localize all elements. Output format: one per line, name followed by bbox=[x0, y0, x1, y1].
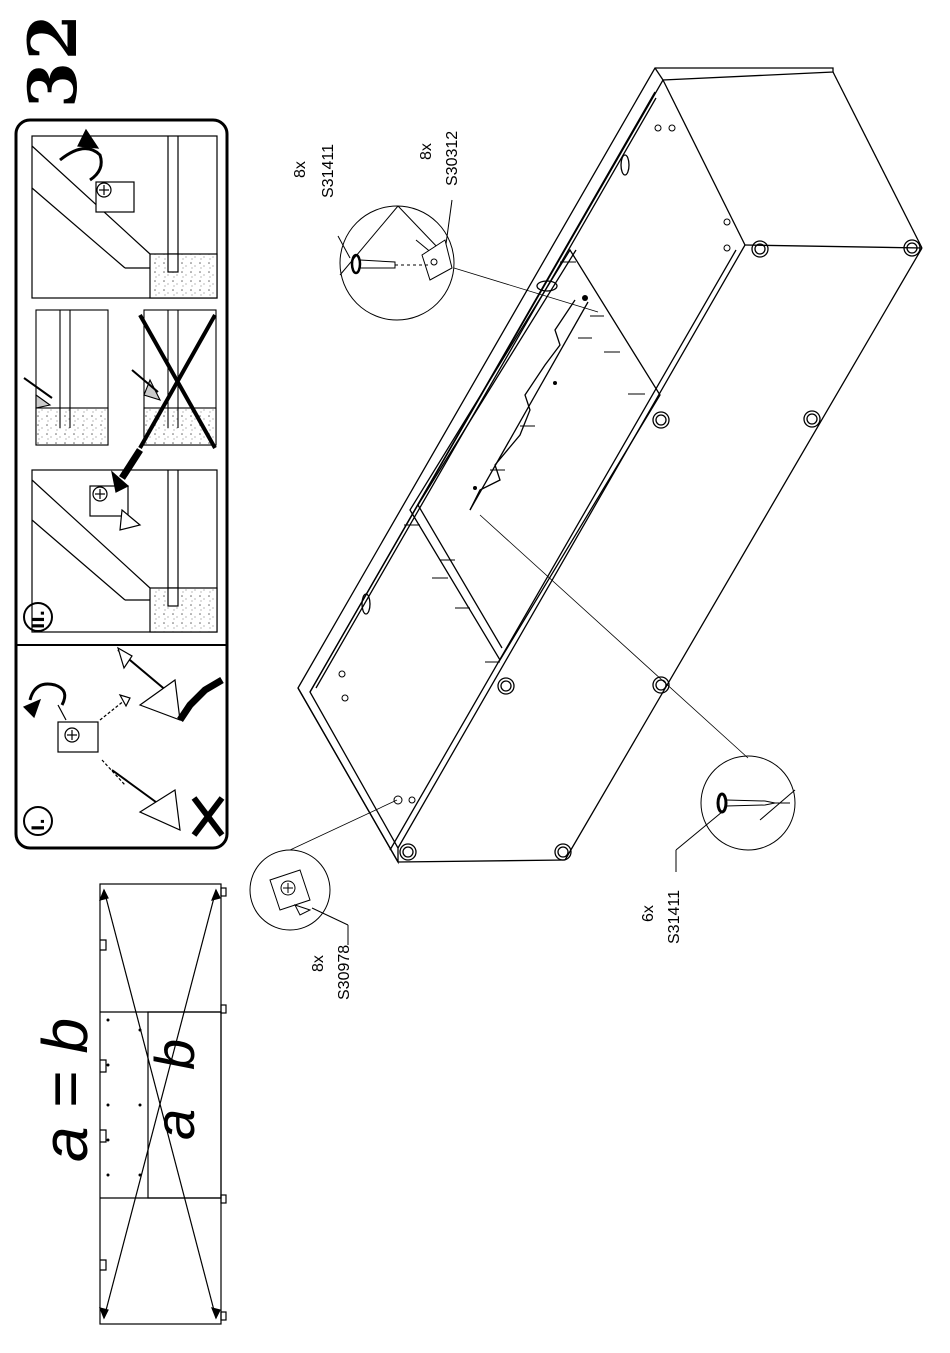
step-ii-label: II. bbox=[29, 610, 49, 629]
callouts bbox=[250, 200, 795, 945]
diagram-label-a: a bbox=[142, 1109, 207, 1140]
check-mark-icon bbox=[180, 680, 222, 720]
cabinet-drawing bbox=[298, 68, 922, 862]
part-4-qty: 6x bbox=[640, 905, 658, 922]
instruction-panel bbox=[16, 120, 227, 848]
part-1-code: S31411 bbox=[320, 144, 338, 198]
part-2-code: S30312 bbox=[444, 131, 462, 186]
part-3-qty: 8x bbox=[310, 955, 328, 972]
part-2-qty: 8x bbox=[418, 143, 436, 160]
insert-arrow-icon bbox=[122, 450, 140, 478]
diagram-label-b: b bbox=[142, 1039, 207, 1070]
part-1-qty: 8x bbox=[292, 161, 310, 178]
part-4-code: S31411 bbox=[666, 890, 684, 944]
panel-ii-correct-small bbox=[24, 310, 108, 445]
step-i-label: I. bbox=[29, 818, 49, 831]
step-number: 32 bbox=[14, 12, 92, 108]
panel-ii-wrong-small bbox=[132, 310, 216, 448]
equation-a-equals-b: a = b bbox=[28, 1018, 102, 1162]
part-3-code: S30978 bbox=[336, 945, 354, 1000]
panel-i-illustration bbox=[24, 648, 222, 835]
panel-ii-detail-bottom bbox=[32, 450, 217, 632]
panel-ii-detail-top bbox=[32, 130, 217, 298]
diagonal-check-diagram bbox=[100, 884, 226, 1324]
